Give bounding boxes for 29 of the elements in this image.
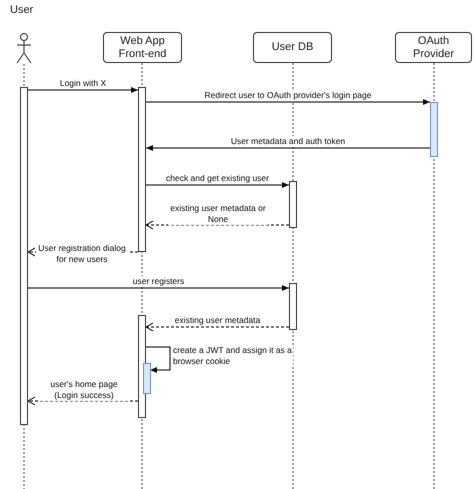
message-label: Redirect user to OAuth provider's login page [204,90,372,101]
return-arrow [28,396,138,406]
message-label: check and get existing user [166,173,269,184]
participant-box: OAuth Provider [395,32,472,63]
message-arrow [28,87,138,93]
message-label: User registration dialog for new users [36,243,128,265]
participant-box: Web App Front-end [103,32,182,63]
activation-bar [430,102,438,157]
message-label: user's home page (Login success) [40,379,128,401]
message-label: create a JWT and assign it as a browser cookie [173,345,293,367]
return-arrow [146,322,290,332]
message-label: user registers [132,276,184,287]
actor-label: User [10,4,34,17]
activation-bar [289,283,297,330]
participant-box: User DB [253,32,332,63]
message-arrow [28,285,290,291]
message-arrow [146,99,430,105]
return-arrow [146,220,290,230]
activation-bar [289,181,297,228]
message-label: User metadata and auth token [230,136,346,147]
message-label: Login with X [60,78,106,89]
activation-bar [138,87,146,252]
message-label: existing user metadata [174,315,260,326]
activation-bar [20,87,28,425]
message-arrow [146,145,430,151]
message-arrow [146,346,170,373]
message-label: existing user metadata or None [168,203,268,225]
message-arrow [146,182,290,188]
activation-bar [143,363,151,394]
